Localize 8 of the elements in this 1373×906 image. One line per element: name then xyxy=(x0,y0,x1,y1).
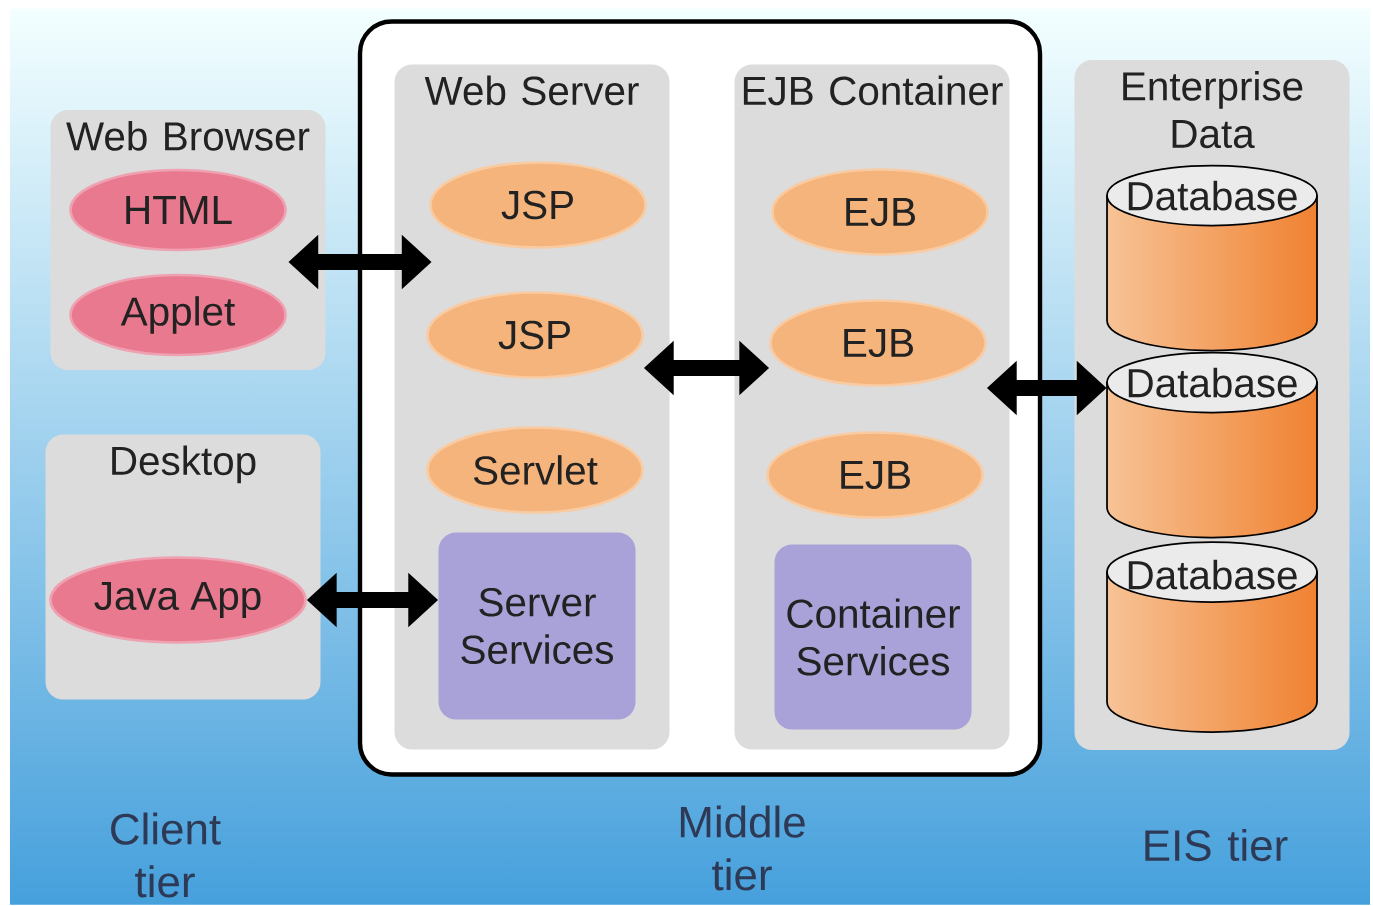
database-cylinder: Database xyxy=(1106,351,1318,539)
database-cylinder: Database xyxy=(1106,541,1318,733)
services-box: Container Services xyxy=(774,544,972,730)
tier-label: EIS tier xyxy=(1145,828,1288,862)
services-box: Server Services xyxy=(438,532,636,720)
tier-label: Client tier xyxy=(111,812,221,898)
tier-label: Middle tier xyxy=(680,805,805,891)
database-cylinder: Database xyxy=(1106,164,1318,352)
